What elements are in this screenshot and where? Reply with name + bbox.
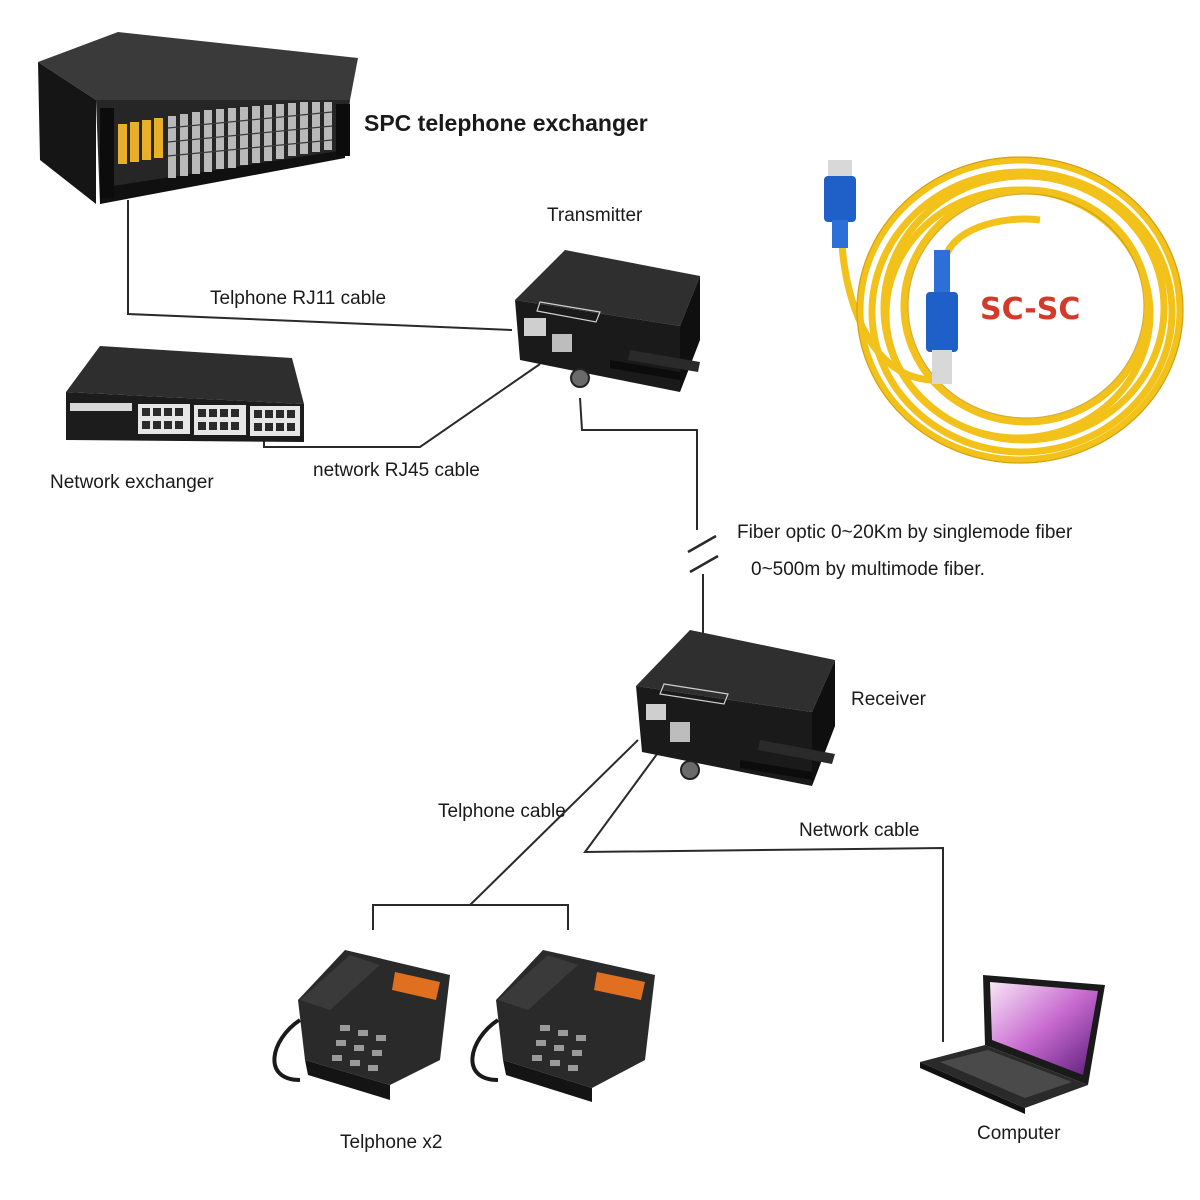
sc-connector-top [824, 160, 856, 248]
desk-phone-icon [272, 950, 450, 1100]
media-converter-icon [515, 250, 700, 392]
telephone-split-line [372, 904, 569, 930]
telephone-cable-label: Telphone cable [438, 801, 566, 822]
fiber-spec-line2: 0~500m by multimode fiber. [751, 559, 985, 580]
computer-label: Computer [977, 1123, 1061, 1144]
fiber-break-mark-2 [689, 554, 719, 574]
rack-server-icon [38, 32, 358, 204]
rj11-cable-label: Telphone RJ11 cable [210, 288, 387, 309]
telephone-cable-line [469, 739, 639, 906]
rj11-cable-line [127, 200, 513, 331]
receiver-label: Receiver [851, 689, 926, 710]
fiber-cable-line [579, 397, 698, 530]
fiber-patch-cord-icon [824, 156, 1184, 464]
spc-exchanger-label: SPC telephone exchanger [364, 110, 648, 136]
rj45-cable-label: network RJ45 cable [313, 460, 480, 481]
network-exchanger-label: Network exchanger [50, 472, 214, 493]
telephones-label: Telphone x2 [340, 1132, 443, 1153]
media-converter-icon [636, 630, 835, 786]
transmitter-label: Transmitter [547, 205, 643, 226]
rj45-cable-line [263, 363, 541, 448]
network-cable-label: Network cable [799, 820, 920, 841]
desk-phone-icon [470, 950, 655, 1102]
fiber-break-mark-1 [687, 534, 717, 554]
fiber-spec-line1: Fiber optic 0~20Km by singlemode fiber [737, 522, 1073, 543]
sc-connector-bottom [926, 250, 958, 384]
network-cable-line [583, 749, 944, 1042]
network-switch-icon [66, 346, 304, 442]
laptop-icon [920, 975, 1105, 1114]
sc-sc-connector-label: SC-SC [980, 292, 1081, 327]
